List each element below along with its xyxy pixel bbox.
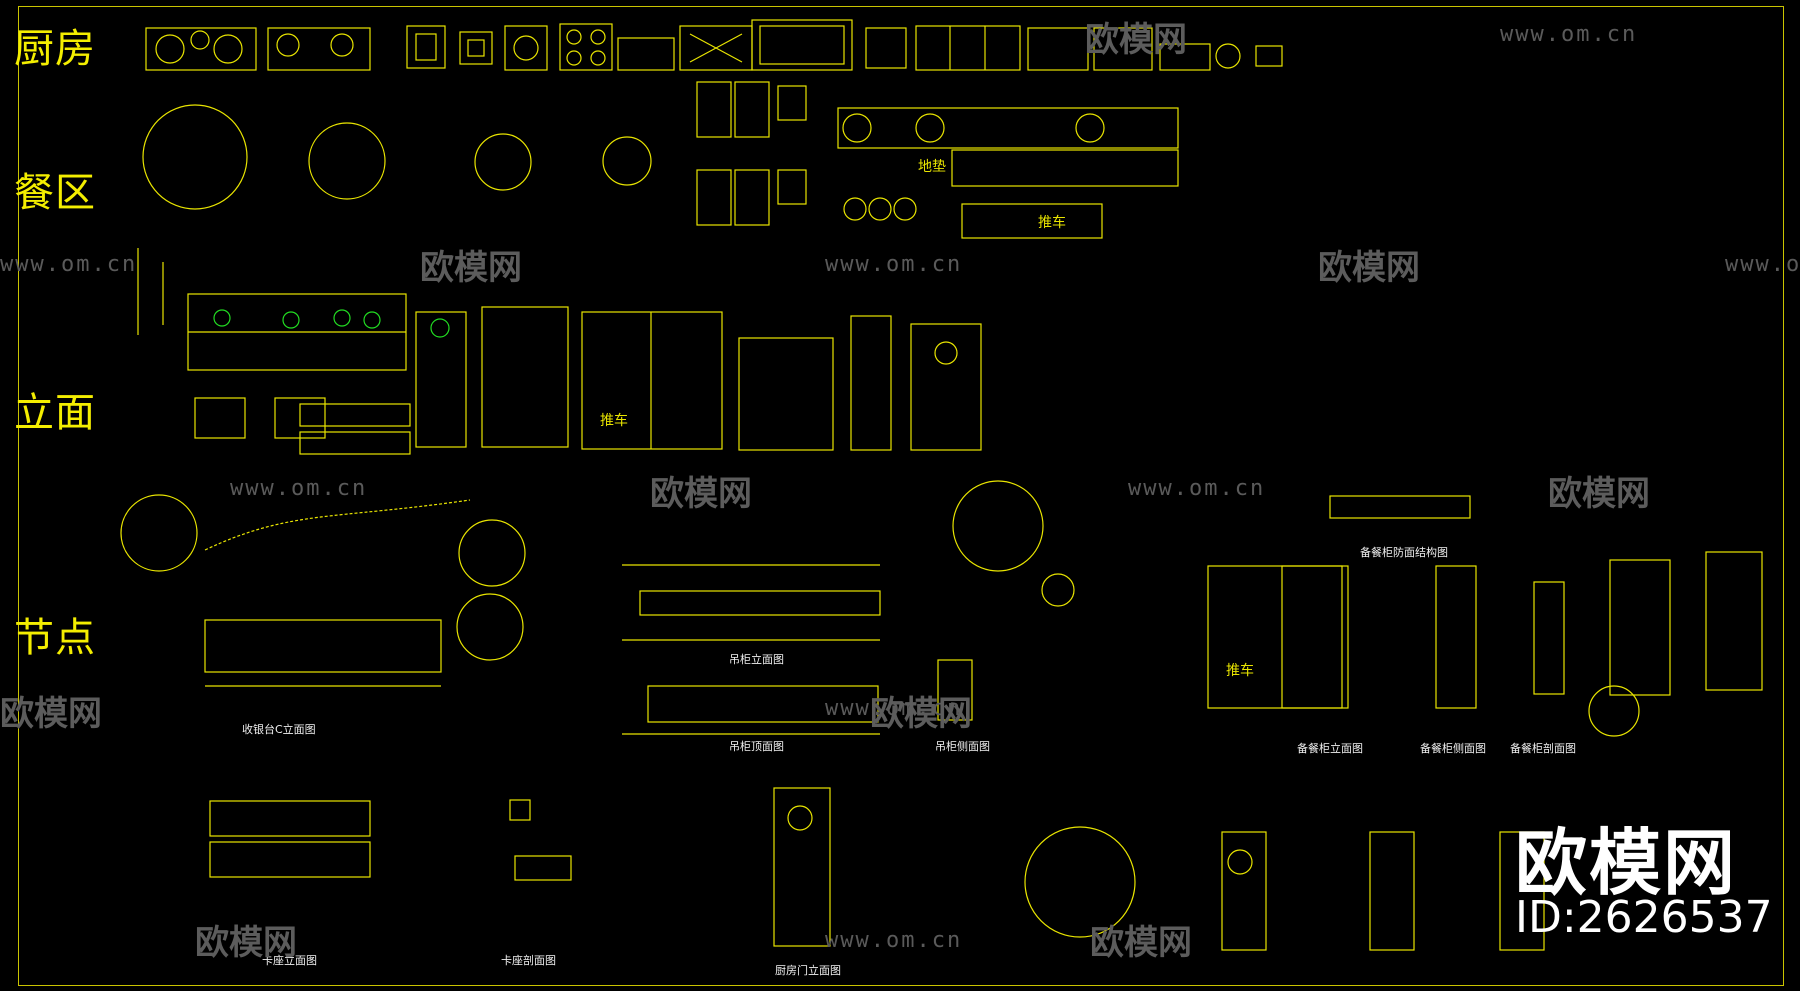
watermark-url: www.om.cn xyxy=(1725,252,1800,277)
watermark-logo: 欧模网 xyxy=(650,474,752,514)
caption-hanging-cab-elev: 吊柜立面图 xyxy=(729,653,784,666)
sideboard-detail xyxy=(1207,495,1763,737)
watermark-logo: 欧模网 xyxy=(420,248,522,288)
kitchen-equipment-row xyxy=(145,19,1283,71)
section-label-elevation: 立面 xyxy=(14,390,96,436)
push-car-label-2: 推车 xyxy=(600,413,628,429)
caption-sideboard-side: 备餐柜侧面图 xyxy=(1420,742,1486,755)
watermark-url: www.om.cn xyxy=(1128,476,1266,501)
caption-booth-section: 卡座剖面图 xyxy=(501,954,556,967)
caption-cashier: 收银台C立面图 xyxy=(242,723,316,736)
watermark-url: www.om.cn xyxy=(825,696,963,721)
watermark-logo: 欧模网 xyxy=(1085,20,1187,60)
caption-sideboard-elev: 备餐柜立面图 xyxy=(1297,742,1363,755)
push-car-label: 推车 xyxy=(1038,215,1066,231)
watermark-url: www.om.cn xyxy=(230,476,368,501)
watermark-url: www.om.cn xyxy=(0,252,138,277)
brand-name: 欧模网 xyxy=(1515,821,1738,905)
elevation-row xyxy=(137,248,982,455)
booth-detail xyxy=(209,799,572,881)
section-label-kitchen: 厨房 xyxy=(14,26,96,72)
watermark-url: www.om.cn xyxy=(825,928,963,953)
caption-sideboard-struct: 备餐柜防面结构图 xyxy=(1360,546,1448,559)
kitchen-door-detail xyxy=(773,787,1545,951)
watermark-logo: 欧模网 xyxy=(870,694,972,734)
watermark-logo: 欧模网 xyxy=(1090,923,1192,963)
caption-kitchen-door: 厨房门立面图 xyxy=(775,964,841,977)
watermark-logo: 欧模网 xyxy=(0,694,102,734)
section-label-detail: 节点 xyxy=(14,615,96,661)
push-car-label-3: 推车 xyxy=(1226,663,1254,679)
hanging-cabinet-detail xyxy=(622,480,1075,735)
watermark-url: www.om.cn xyxy=(1500,22,1638,47)
watermark-logo: 欧模网 xyxy=(1318,248,1420,288)
plant-shapes xyxy=(213,309,450,338)
dining-tables-row xyxy=(142,81,1179,239)
caption-hanging-cab-side: 吊柜侧面图 xyxy=(935,740,990,753)
watermark-logo: 欧模网 xyxy=(195,923,297,963)
watermark-url: www.om.cn xyxy=(825,252,963,277)
caption-booth-elev: 卡座立面图 xyxy=(262,954,317,967)
section-label-dining: 餐区 xyxy=(14,170,96,216)
caption-sideboard-section: 备餐柜剖面图 xyxy=(1510,742,1576,755)
brand-id: ID:2626537 xyxy=(1515,892,1773,943)
caption-hanging-cab-top: 吊柜顶面图 xyxy=(729,740,784,753)
cashier-counter-detail xyxy=(120,494,526,687)
floor-mat-label: 地垫 xyxy=(918,159,946,175)
watermark-logo: 欧模网 xyxy=(1548,474,1650,514)
